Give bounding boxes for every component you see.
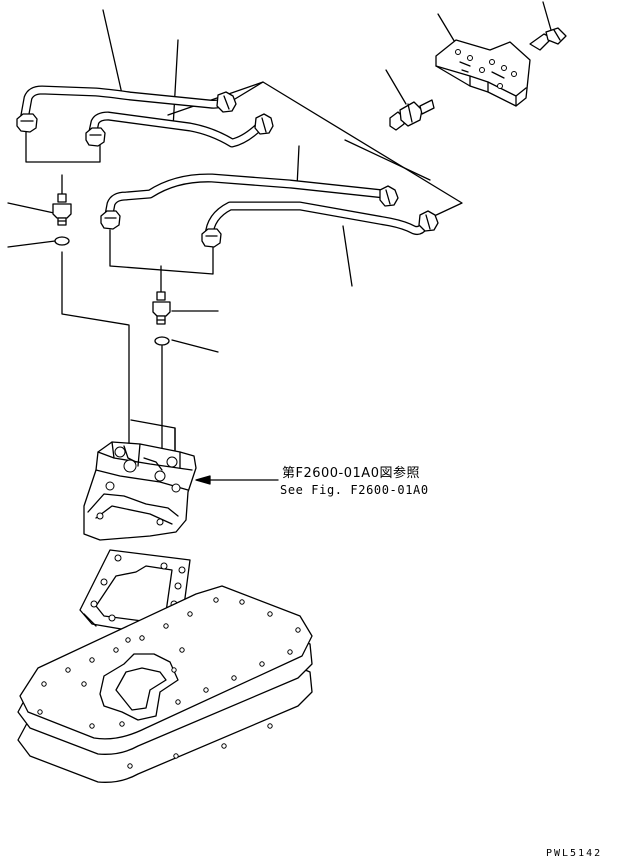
- figure-reference-english: See Fig. F2600-01A0: [280, 483, 429, 497]
- tube-nuts: [16, 91, 439, 248]
- gasket-ring-2: [154, 336, 170, 346]
- drawing-code: PWL5142: [546, 848, 603, 859]
- leader-lines: [7, 1, 552, 485]
- cylinder-head: [83, 441, 197, 541]
- connector-fitting: [389, 99, 435, 131]
- figure-reference-japanese: 第F2600-01A0図参照: [282, 466, 420, 481]
- injection-tube-2: [87, 111, 267, 148]
- nozzle-holder-1: [52, 193, 72, 226]
- injection-pump-block: [435, 39, 531, 107]
- injection-tube-3: [103, 173, 389, 225]
- bleeder-screw: [529, 27, 567, 51]
- nozzle-holder-2: [152, 291, 171, 325]
- gasket-ring-1: [54, 236, 70, 246]
- plate-edge-holes: [127, 723, 273, 769]
- upper-plate: [19, 585, 313, 740]
- injection-tube-4: [204, 201, 429, 241]
